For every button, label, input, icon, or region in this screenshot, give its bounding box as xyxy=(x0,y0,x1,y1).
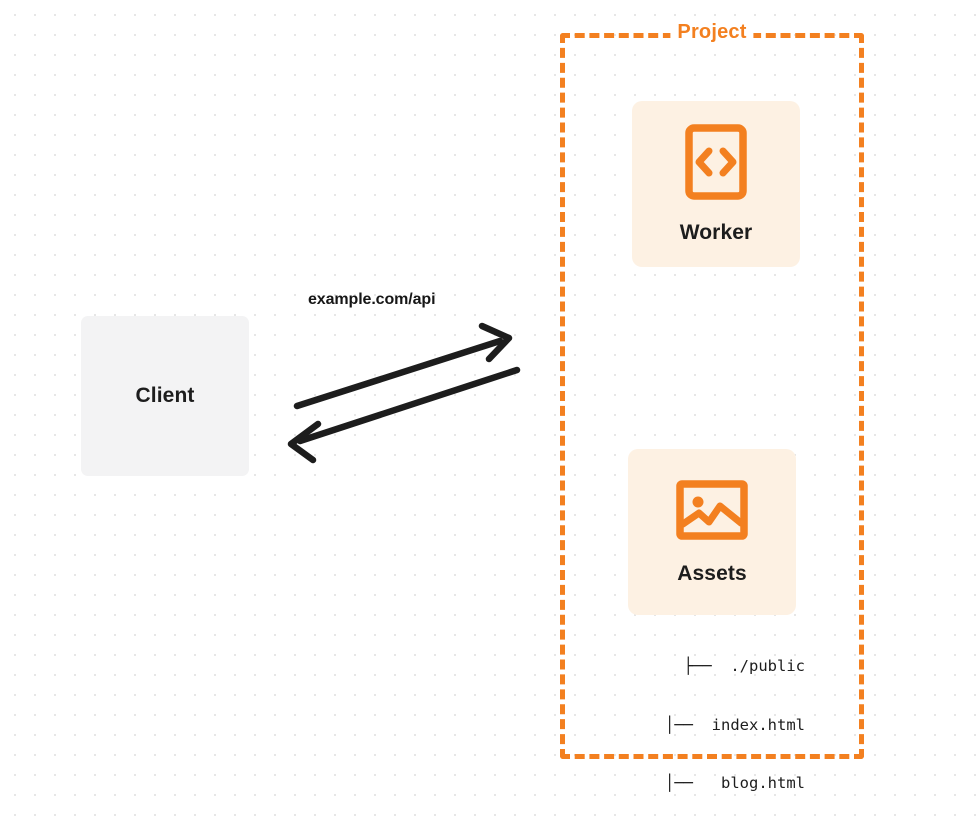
assets-node-label: Assets xyxy=(677,561,747,585)
project-title-wrap: Project xyxy=(670,21,754,44)
client-node-label: Client xyxy=(135,384,195,407)
code-file-icon xyxy=(685,123,747,205)
worker-node[interactable]: Worker xyxy=(632,101,800,267)
assets-file-tree: ├── ./public │── index.html │── blog.htm… xyxy=(600,618,805,818)
request-arrow xyxy=(293,322,513,410)
response-arrow xyxy=(287,366,521,464)
file-tree-line: │── index.html xyxy=(637,715,805,734)
file-tree-line: │── blog.html xyxy=(637,774,805,792)
project-title: Project xyxy=(677,21,747,43)
client-node[interactable]: Client xyxy=(81,316,249,476)
worker-node-label: Worker xyxy=(679,220,753,244)
image-file-icon xyxy=(676,479,748,546)
file-tree-line: ├── ./public xyxy=(683,657,805,675)
assets-node[interactable]: Assets xyxy=(628,449,796,615)
project-container: Project xyxy=(560,21,864,759)
connection-label: example.com/api xyxy=(308,291,436,308)
